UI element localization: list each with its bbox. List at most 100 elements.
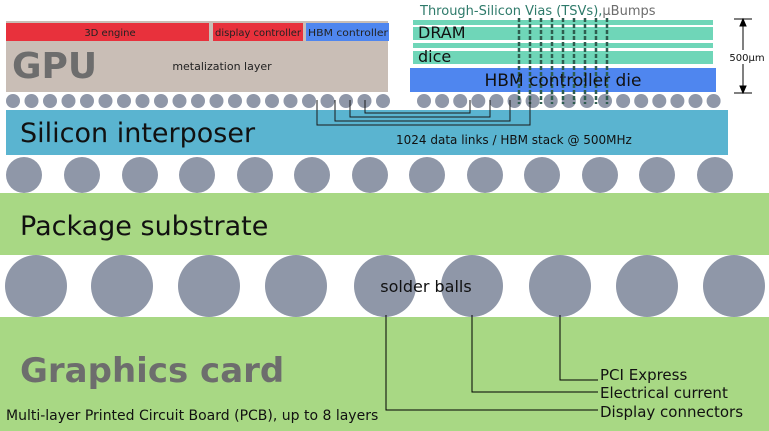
height-label: 500µm [729,53,764,64]
micro-bump [209,94,224,108]
gpu-label: GPU [12,46,97,87]
solder-ball [529,255,591,317]
hbm-controller-block [306,23,389,41]
pcb-label: Multi-layer Printed Circuit Board (PCB),… [6,408,378,424]
c4-bump [179,157,215,193]
micro-bump [117,94,131,108]
pci-express-label: PCI Express [600,366,687,384]
data-link-trace [349,100,491,118]
display-connectors-label: Display connectors [600,403,743,421]
c4-bump [467,157,503,193]
solder-ball [5,255,67,317]
pci-express-line [559,315,598,381]
micro-bump [579,94,594,108]
data-links-label: 1024 data links / HBM stack @ 500MHz [396,133,632,147]
c4-bump [237,157,273,193]
metalization-layer-label: metalization layer [172,60,272,73]
package-substrate-layer [0,193,769,255]
c4-bump [294,157,330,193]
micro-bump [471,94,486,108]
micro-bump [453,94,468,108]
micro-bump [706,94,721,108]
tsv-text: Through-Silicon Vias (TSVs), [419,4,602,19]
micro-bump [616,94,631,108]
micro-bump [24,94,39,108]
electrical-current-line [471,315,598,393]
c4-bump [352,157,388,193]
micro-bump [80,94,94,108]
dram-die [413,20,713,25]
data-link-trace [364,100,471,114]
c4-bump [524,157,560,193]
micro-bump [543,94,558,108]
micro-bump [417,94,431,108]
micro-bump [154,94,168,108]
height-dimension [734,17,752,95]
interposer-traces [316,100,531,126]
c4-bump [64,157,100,193]
micro-bump [376,94,390,108]
data-link-trace [334,100,511,122]
micro-bump [43,94,57,108]
micro-bump [339,94,353,108]
hbm-stack [410,18,716,104]
tsv-columns [517,18,609,104]
micro-bump [652,94,667,108]
ubumps-text: µBumps [602,4,655,19]
hbm-controller-label: HBM controller [308,28,389,39]
micro-bump [670,94,685,108]
callout-lines [385,315,598,411]
dice-label: dice [418,47,451,66]
micro-bump [135,94,150,108]
micro-bump [561,94,576,108]
micro-bump [283,94,298,108]
c4-bumps [6,157,733,193]
3d-engine-block [6,23,209,41]
micro-bump [302,94,316,108]
hbm-controller-die-label: HBM controller die [485,71,642,91]
micro-bump [172,94,187,108]
c4-bump [409,157,445,193]
package-substrate-label: Package substrate [20,211,268,242]
micro-bump [688,94,703,108]
display-connectors-line [385,315,598,411]
c4-bump [639,157,675,193]
electrical-current-label: Electrical current [600,384,728,402]
micro-bump [246,94,261,108]
micro-bumps [6,94,721,108]
micro-bump [191,94,205,108]
dram-label: DRAM [418,23,466,42]
solder-ball [178,255,240,317]
solder-ball [265,255,327,317]
micro-bump [634,94,649,108]
micro-bump [435,94,450,108]
graphics-card-layer [0,317,769,431]
solder-ball [354,255,416,317]
3d-engine-label: 3D engine [84,28,135,39]
graphics-card-label: Graphics card [20,351,284,391]
data-link-trace [316,100,531,126]
display-controller-block [213,23,303,41]
solder-ball [91,255,153,317]
display-controller-label: display controller [215,28,302,39]
micro-bump [98,94,113,108]
silicon-interposer-label: Silicon interposer [20,118,256,149]
solder-ball [703,255,765,317]
micro-bump [61,94,76,108]
solder-ball [441,255,503,317]
micro-bump [228,94,242,108]
micro-bump [489,94,504,108]
solder-balls [5,255,765,317]
solder-ball [616,255,678,317]
micro-bump [525,94,540,108]
c4-bump [697,157,733,193]
solder-balls-label: solder balls [380,277,471,296]
tsv-label: Through-Silicon Vias (TSVs),µBumps [419,4,656,19]
c4-bump [582,157,618,193]
c4-bump [6,157,42,193]
c4-bump [122,157,158,193]
micro-bump [598,94,612,108]
micro-bump [265,94,279,108]
